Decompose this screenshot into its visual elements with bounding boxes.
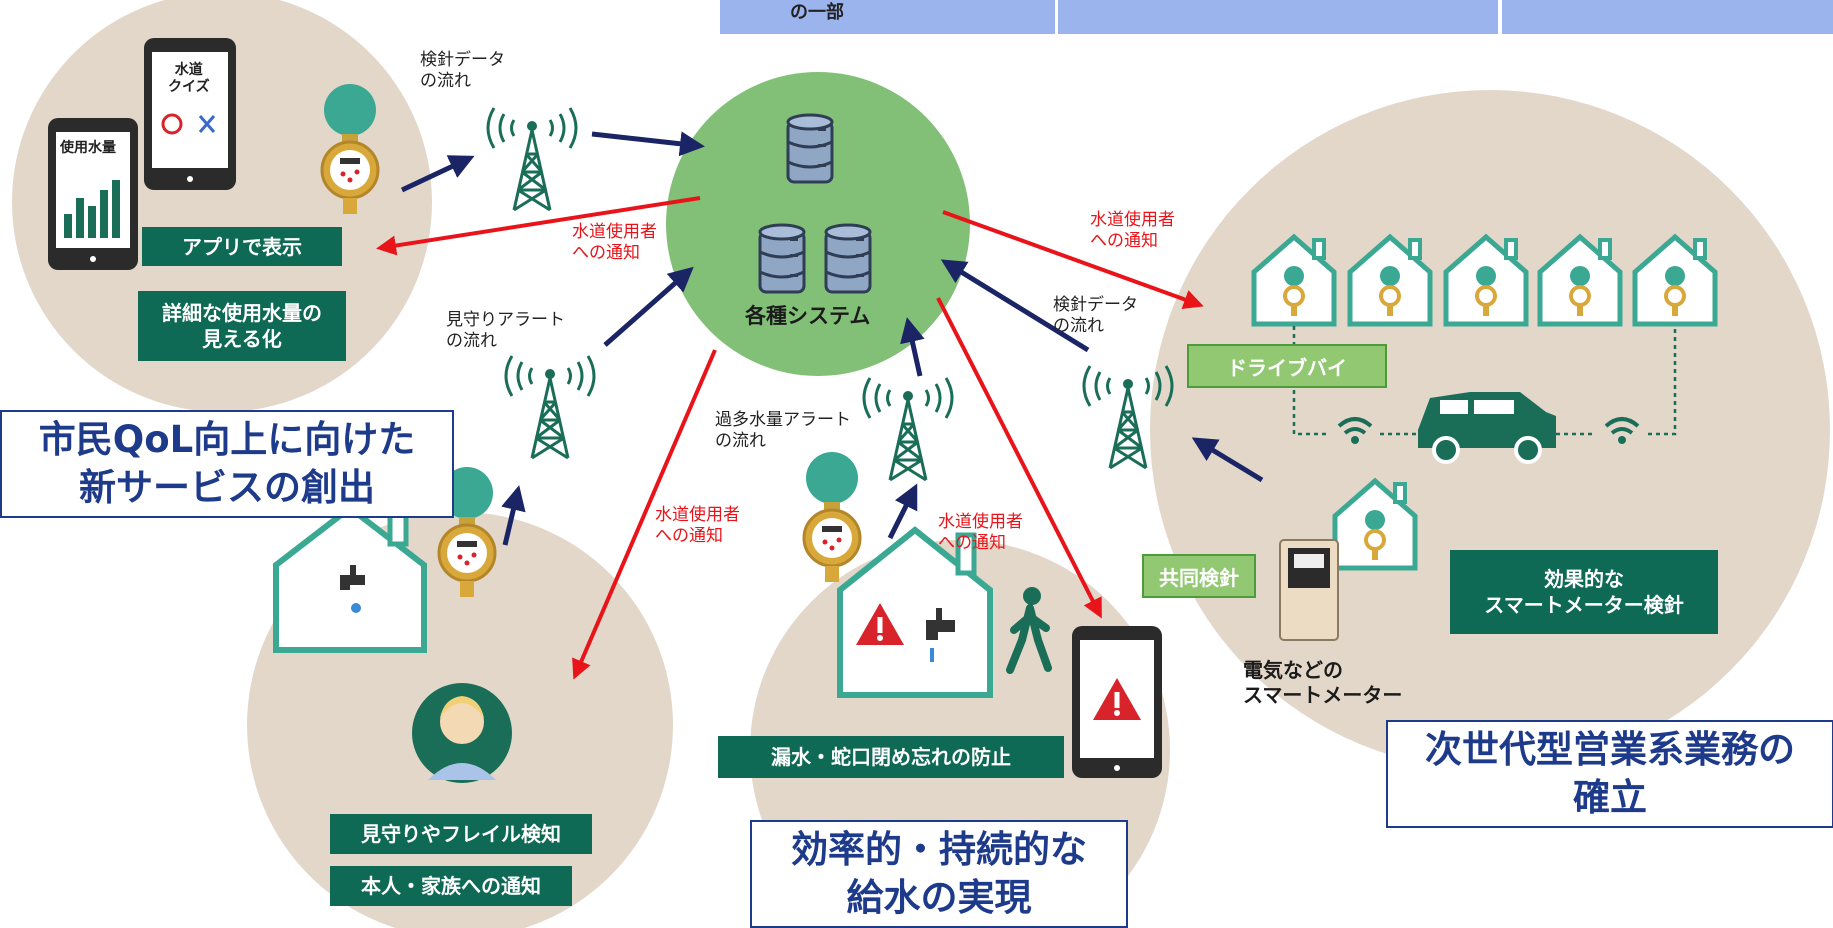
- frailty-detection-box: 見守りやフレイル検知: [330, 814, 592, 854]
- flow-label-watch-alert: 見守りアラート の流れ: [446, 310, 565, 352]
- smartphone-usage-icon: [48, 118, 138, 270]
- drive-by-box: ドライブバイ: [1187, 344, 1387, 388]
- flow-label-meter-data-right: 検針データ の流れ: [1053, 295, 1138, 337]
- antenna-tower-icon: [862, 376, 954, 482]
- header-table-strip: [720, 0, 1833, 34]
- water-meter-icon: [802, 450, 862, 584]
- flow-label-excess-alert: 過多水量アラート の流れ: [715, 410, 851, 452]
- notify-label-upper-left: 水道使用者 への通知: [572, 222, 657, 264]
- notify-label-upper-right: 水道使用者 への通知: [1090, 210, 1175, 252]
- usage-visualization-box: 詳細な使用水量の 見える化: [138, 291, 346, 361]
- smartphone-quiz-icon: [144, 38, 236, 190]
- electric-meter-label: 電気などの スマートメーター: [1243, 658, 1403, 707]
- supply-section-title: 効率的・持続的な 給水の実現: [750, 820, 1128, 928]
- database-icon: [786, 113, 834, 184]
- smartphone-alert-icon: [1072, 626, 1162, 778]
- notify-label-lower-left: 水道使用者 への通知: [655, 505, 740, 547]
- antenna-tower-icon: [486, 106, 578, 212]
- walking-person-icon: [1006, 587, 1052, 674]
- house-faucet-icon: [273, 504, 427, 653]
- database-icon: [824, 223, 872, 294]
- notify-label-lower-mid: 水道使用者 への通知: [938, 512, 1023, 554]
- antenna-tower-icon: [504, 354, 596, 460]
- leak-prevention-box: 漏水・蛇口閉め忘れの防止: [718, 736, 1064, 778]
- joint-reading-box: 共同検針: [1142, 554, 1256, 598]
- phone-usage-screen-label: 使用水量: [60, 140, 116, 156]
- flow-label-meter-data-left: 検針データ の流れ: [420, 50, 505, 92]
- car-icon: [1418, 392, 1556, 464]
- family-notify-box: 本人・家族への通知: [330, 866, 572, 906]
- person-avatar-icon: [412, 683, 512, 783]
- system-label: 各種システム: [745, 304, 871, 328]
- house-leak-icon: [837, 526, 993, 698]
- navy-flow-arrows: [400, 131, 1264, 546]
- app-display-box: アプリで表示: [142, 227, 342, 266]
- central-system-circle: [666, 72, 970, 376]
- red-notify-arrows: [376, 196, 1204, 680]
- electric-meter-icon: [1279, 539, 1339, 641]
- header-cell-text: の一部: [790, 2, 844, 23]
- database-icon: [758, 223, 806, 294]
- nextgen-section-title: 次世代型営業系業務の 確立: [1386, 720, 1833, 828]
- qol-section-title: 市民QoL向上に向けた 新サービスの創出: [0, 410, 454, 518]
- effective-reading-box: 効果的な スマートメーター検針: [1450, 550, 1718, 634]
- phone-quiz-screen-label: 水道 クイズ: [168, 62, 210, 95]
